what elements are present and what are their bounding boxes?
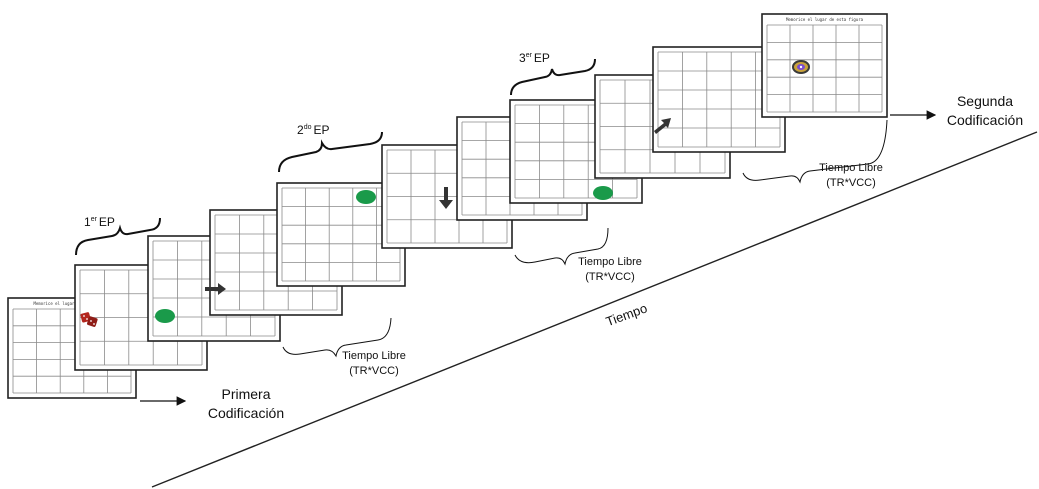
- green-dot-ep1: [155, 309, 175, 323]
- tiempo-label: Tiempo: [604, 300, 649, 329]
- screen-sequence: Memorice el lugar de esta figuraMemorice…: [7, 13, 888, 399]
- segunda-codificacion-label-2: Codificación: [947, 112, 1023, 128]
- green-dot-ep3: [593, 186, 613, 200]
- brace-libre2: [514, 227, 609, 266]
- tiempo-libre-2-line1: Tiempo Libre: [578, 256, 642, 268]
- tiempo-libre-3-line2: (TR*VCC): [826, 177, 876, 189]
- tiempo-libre-1-line2: (TR*VCC): [349, 365, 399, 377]
- brace-ep2: [278, 131, 383, 173]
- tiempo-libre-2-line2: (TR*VCC): [585, 271, 635, 283]
- green-dot-ep2: [356, 190, 376, 204]
- brace-libre1: [282, 317, 392, 358]
- brace-ep1: [75, 217, 161, 256]
- arrow-down-icon: [439, 187, 453, 209]
- primera-codificacion-label-2: Codificación: [208, 405, 284, 421]
- brace-ep3: [510, 58, 596, 96]
- tiempo-libre-3-line1: Tiempo Libre: [819, 162, 883, 174]
- cd-disc-icon: [792, 60, 810, 74]
- arrow-up-right-icon: [654, 118, 671, 134]
- screen-second-coding-header: Memorice el lugar de esta figura: [786, 17, 864, 22]
- primera-codificacion-label-1: Primera: [221, 386, 270, 402]
- screen-first-coding-header: Memorice el lugar de esta figura: [33, 301, 111, 306]
- segunda-codificacion-label-1: Segunda: [957, 93, 1013, 109]
- brace-libre3: [742, 119, 888, 184]
- screen-second-coding-frame: [761, 13, 888, 118]
- screen-second-coding: Memorice el lugar de esta figura: [761, 13, 888, 118]
- time-axis-line: [151, 131, 1038, 488]
- arrow-right-icon: [205, 283, 226, 295]
- tiempo-libre-1-line1: Tiempo Libre: [342, 350, 406, 362]
- dice-icon: [80, 312, 98, 327]
